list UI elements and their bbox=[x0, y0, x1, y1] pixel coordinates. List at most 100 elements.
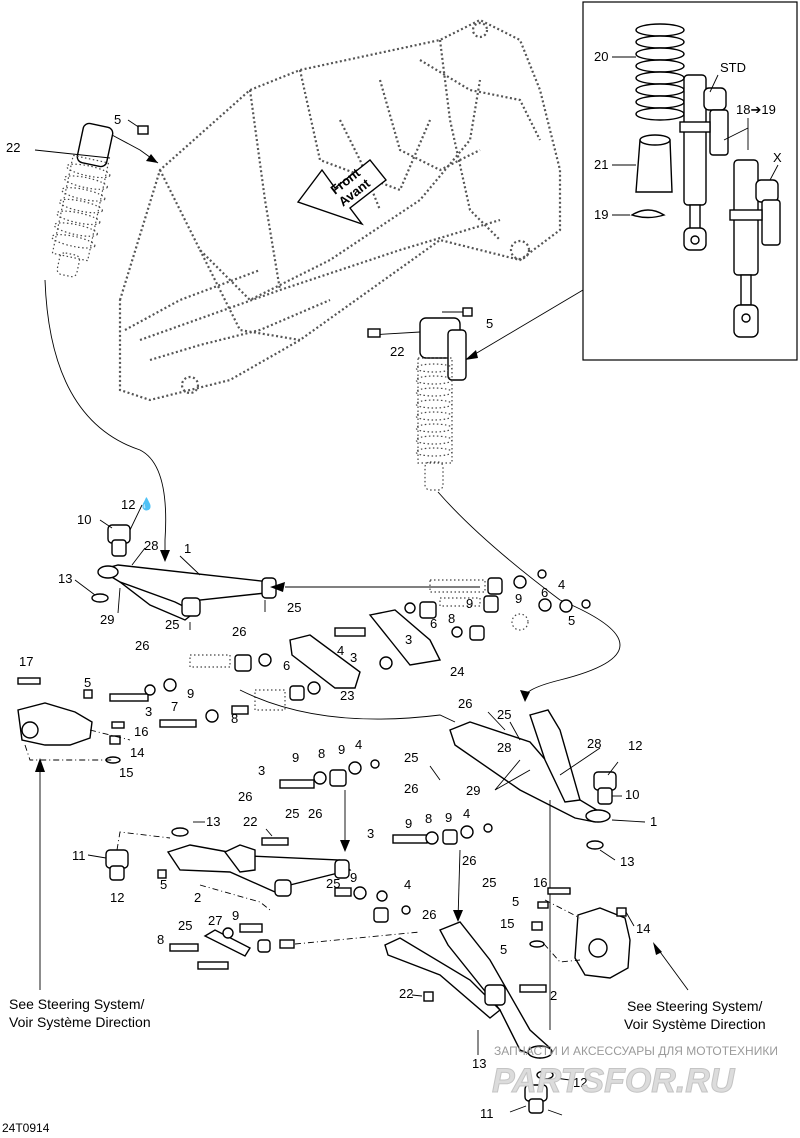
knuckle-left bbox=[17, 677, 93, 746]
callout-5-f: 22 bbox=[399, 986, 413, 1001]
callout-3-d: 3 bbox=[258, 763, 265, 778]
callout-27: 25 bbox=[178, 918, 192, 933]
callout-25-a: 25 bbox=[287, 600, 301, 615]
lower-a-arm-left bbox=[166, 844, 352, 897]
ball-joint-10-right bbox=[593, 771, 617, 805]
callout-26-h: 4 bbox=[404, 877, 411, 892]
callout-26-b: 26 bbox=[135, 638, 149, 653]
callout-3-f: 8 bbox=[157, 932, 164, 947]
diagram-code: 24T0914 bbox=[2, 1121, 50, 1135]
callout-13-c: 13 bbox=[206, 814, 220, 829]
callout-12-c: 12 bbox=[110, 890, 124, 905]
ball-joint-11-left bbox=[105, 849, 129, 881]
callout-26-g: 26 bbox=[462, 853, 476, 868]
callout-26-f: 26 bbox=[308, 806, 322, 821]
callout-17-a: 17 bbox=[19, 654, 33, 669]
upper-a-arm-right bbox=[449, 709, 611, 823]
callout-5-a: 5 bbox=[114, 112, 121, 127]
callout-8-f: 9 bbox=[232, 908, 239, 923]
callout-25-g: 26 bbox=[422, 907, 436, 922]
watermark-text: ЗАПЧАСТИ И АКСЕССУАРЫ ДЛЯ МОТОТЕХНИКИ bbox=[494, 1044, 778, 1058]
callout-9-h: 25 bbox=[326, 876, 340, 891]
bracket-24 bbox=[334, 601, 529, 670]
callout-28-b: 28 bbox=[587, 736, 601, 751]
callout-28-a: 28 bbox=[144, 538, 158, 553]
callout-16-a: 16 bbox=[134, 724, 148, 739]
callout-9-c: 9 bbox=[187, 686, 194, 701]
callout-25-e: 25 bbox=[285, 806, 299, 821]
callout-4-e: 9 bbox=[350, 870, 357, 885]
shock-std bbox=[679, 74, 729, 251]
callout-9-i: 27 bbox=[208, 913, 222, 928]
callout-8-a: 8 bbox=[448, 611, 455, 626]
callout-7: 7 bbox=[171, 699, 178, 714]
callout-2-a: 2 bbox=[194, 890, 201, 905]
callout-25-c: 25 bbox=[497, 707, 511, 722]
clip-19 bbox=[630, 209, 666, 219]
callout-1-a: 1 bbox=[184, 541, 191, 556]
callout-26-a: 26 bbox=[232, 624, 246, 639]
callout-25-f: 25 bbox=[482, 875, 496, 890]
callout-11-a: 11 bbox=[72, 848, 86, 863]
upper-a-arm-left bbox=[97, 564, 277, 621]
shock-x bbox=[729, 159, 781, 338]
callout-17-b: 16 bbox=[533, 875, 547, 890]
callout-13-b: 13 bbox=[620, 854, 634, 869]
callout-5-c: 5 bbox=[568, 613, 575, 628]
callout-6-a: 6 bbox=[541, 585, 548, 600]
lower-a-arm-right bbox=[384, 921, 553, 1059]
callout-8-c: 8 bbox=[231, 711, 238, 726]
callout-20: 20 bbox=[594, 49, 608, 64]
sleeve-21 bbox=[635, 139, 673, 193]
callout-3-b: 3 bbox=[350, 650, 357, 665]
callout-22-c: 22 bbox=[243, 814, 257, 829]
callout-8-e: 8 bbox=[425, 811, 432, 826]
callout-22-d: 2 bbox=[550, 988, 557, 1003]
chassis-frame bbox=[118, 18, 562, 402]
callout-6-c: 6 bbox=[283, 658, 290, 673]
callout-22-b: 22 bbox=[390, 344, 404, 359]
shock-left bbox=[51, 122, 114, 278]
knuckle-right bbox=[529, 887, 631, 979]
upper-arm-hardware bbox=[429, 569, 591, 613]
callout-12-d: 11 bbox=[480, 1106, 494, 1121]
callout-9-d: 9 bbox=[292, 750, 299, 765]
callout-10-b: 10 bbox=[625, 787, 639, 802]
callout-13-a: 13 bbox=[58, 571, 72, 586]
callout-15-a: 15 bbox=[119, 765, 133, 780]
callout-26-c: 26 bbox=[458, 696, 472, 711]
callout-10-a: 10 bbox=[77, 512, 91, 527]
note-right-line2: Voir Système Direction bbox=[624, 1016, 766, 1032]
callout-12-a: 12 bbox=[121, 497, 135, 512]
callout-4-d: 4 bbox=[463, 806, 470, 821]
shock-variants-inset: 20 21 19 STD 18➔19 X bbox=[582, 1, 798, 361]
callout-4-b: 4 bbox=[337, 643, 344, 658]
callout-4-c: 4 bbox=[355, 737, 362, 752]
lower-arm-left-hardware-top bbox=[279, 759, 380, 789]
callout-2-b: 13 bbox=[472, 1056, 486, 1071]
callout-16-b: 5 bbox=[512, 894, 519, 909]
callout-9-a: 9 bbox=[515, 591, 522, 606]
range-label: 18➔19 bbox=[736, 102, 776, 117]
x-label: X bbox=[773, 150, 782, 165]
callout-24: 24 bbox=[450, 664, 464, 679]
note-right-line1: See Steering System/ bbox=[627, 998, 763, 1014]
callout-9-e: 9 bbox=[338, 742, 345, 757]
callout-3-a: 3 bbox=[405, 632, 412, 647]
callout-19: 19 bbox=[594, 207, 608, 222]
callout-8-d: 8 bbox=[318, 746, 325, 761]
callout-9-g: 9 bbox=[445, 810, 452, 825]
spring-20 bbox=[635, 23, 685, 121]
bracket-23 bbox=[189, 634, 361, 701]
callout-5-g: 14 bbox=[636, 921, 650, 936]
callout-23: 23 bbox=[340, 688, 354, 703]
callout-5-e: 5 bbox=[160, 877, 167, 892]
watermark-logo: PARTSFOR.RU bbox=[492, 1062, 736, 1100]
callout-26-e: 26 bbox=[238, 789, 252, 804]
front-arrow: Front Avant bbox=[296, 159, 387, 226]
callout-15-b: 5 bbox=[500, 942, 507, 957]
note-left-line1: See Steering System/ bbox=[9, 996, 145, 1012]
callout-12-b: 12 bbox=[628, 738, 642, 753]
ball-joint-11-right bbox=[524, 1084, 548, 1114]
